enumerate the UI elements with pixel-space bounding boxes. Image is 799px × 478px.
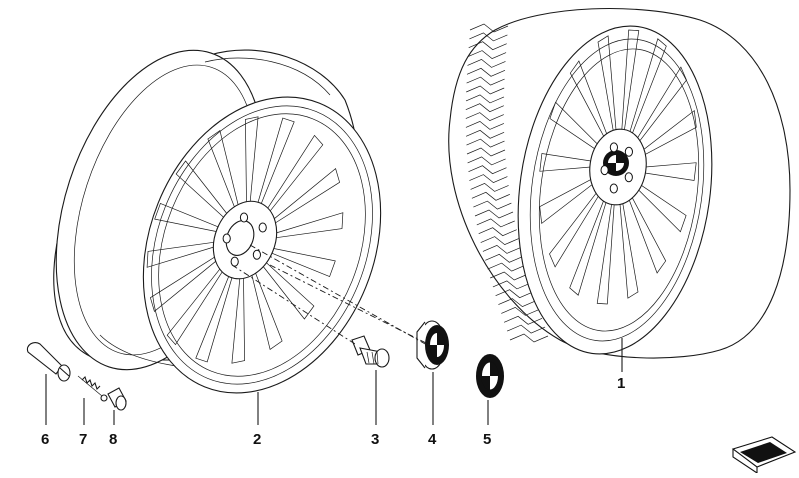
spoke (627, 38, 667, 142)
wheel-bolt-part-3[interactable] (351, 335, 390, 368)
tread-block (467, 58, 506, 68)
tread-block (470, 182, 509, 192)
spoke (263, 134, 324, 218)
tread-block (509, 333, 549, 343)
spoke (207, 130, 241, 214)
tread-block (465, 94, 505, 104)
tread-block (476, 218, 515, 228)
valve-cap-part-8[interactable] (107, 387, 127, 411)
tread-block (466, 138, 505, 148)
tread-block (485, 253, 524, 263)
spoke (618, 194, 639, 299)
callout-2: 2 (253, 431, 261, 448)
hub-cap-part-4[interactable] (416, 320, 449, 370)
bolt-hole (600, 165, 609, 176)
callout-7: 7 (79, 431, 87, 448)
tread-block (468, 41, 507, 51)
tread-block (466, 67, 506, 77)
tread-block (503, 315, 543, 325)
rim-part-2[interactable] (19, 24, 423, 429)
spoke (569, 192, 609, 296)
spoke (549, 101, 606, 156)
tread-block (466, 147, 506, 157)
spoke (265, 246, 336, 278)
spoke (267, 167, 341, 228)
spoke (269, 212, 344, 240)
emblem-part-5[interactable] (476, 354, 504, 398)
tread-block (471, 191, 511, 201)
spoke (154, 202, 225, 234)
wheel-center-logo (603, 150, 629, 176)
spoke (195, 268, 235, 363)
callout-3: 3 (371, 431, 379, 448)
bolt-hole (230, 256, 239, 267)
spoke (597, 35, 618, 140)
tread-block (498, 298, 537, 308)
tread-block (469, 23, 509, 33)
page-flip-icon[interactable] (731, 436, 797, 475)
tread-block (465, 103, 504, 113)
tread-block (467, 50, 507, 60)
bolt-hole (624, 172, 633, 183)
tread-block (474, 209, 514, 219)
spoke (175, 160, 232, 223)
bolt-hole (239, 212, 249, 223)
bolt-hole (609, 142, 619, 153)
tread-block (506, 324, 546, 334)
tread-block (473, 200, 512, 210)
spoke (632, 66, 687, 150)
tread-block (466, 76, 505, 86)
tread-block (465, 120, 505, 130)
callout-6: 6 (41, 431, 49, 448)
spoke (249, 266, 283, 350)
bolt-hole (258, 222, 267, 233)
explode-centerlines (231, 244, 431, 346)
callout-5: 5 (483, 431, 491, 448)
tread-block (482, 244, 522, 254)
spoke (539, 173, 602, 225)
spoke (634, 109, 697, 161)
spoke (569, 60, 611, 146)
tread-block (465, 129, 505, 139)
tread-block (467, 156, 506, 166)
spoke (258, 257, 315, 320)
valve-core-part-7[interactable] (77, 375, 108, 402)
spoke (245, 116, 259, 210)
spoke (630, 178, 687, 233)
spoke (539, 153, 602, 172)
spoke (146, 240, 221, 268)
spoke (634, 162, 697, 181)
tread-block (480, 236, 519, 246)
tread-block (478, 227, 517, 237)
bolt-hole (624, 146, 634, 157)
leader-lines (45, 338, 623, 425)
spoke (166, 262, 227, 346)
tread-block (469, 32, 508, 42)
bolt-hole (609, 183, 618, 194)
bolt-hole (222, 233, 231, 244)
tread-block (495, 289, 534, 299)
tread-block (466, 85, 505, 95)
spoke (596, 196, 616, 305)
spoke (625, 188, 667, 274)
spoke (231, 270, 245, 364)
valve-part-6[interactable] (26, 342, 71, 382)
tread-block (501, 306, 540, 316)
tread-block (469, 174, 508, 184)
tread-block (465, 112, 504, 122)
bolt-hole (252, 249, 261, 260)
callout-1: 1 (617, 375, 625, 392)
tread-block (490, 271, 529, 281)
callout-4: 4 (428, 431, 437, 448)
spoke (149, 252, 223, 313)
spoke (620, 29, 640, 138)
tread-block (487, 262, 526, 272)
tread-block (492, 280, 532, 290)
spoke (549, 184, 604, 268)
callout-8: 8 (109, 431, 117, 448)
tread-block (468, 165, 507, 175)
wheel-assembly-part-1[interactable] (448, 7, 791, 367)
spoke (255, 117, 295, 212)
